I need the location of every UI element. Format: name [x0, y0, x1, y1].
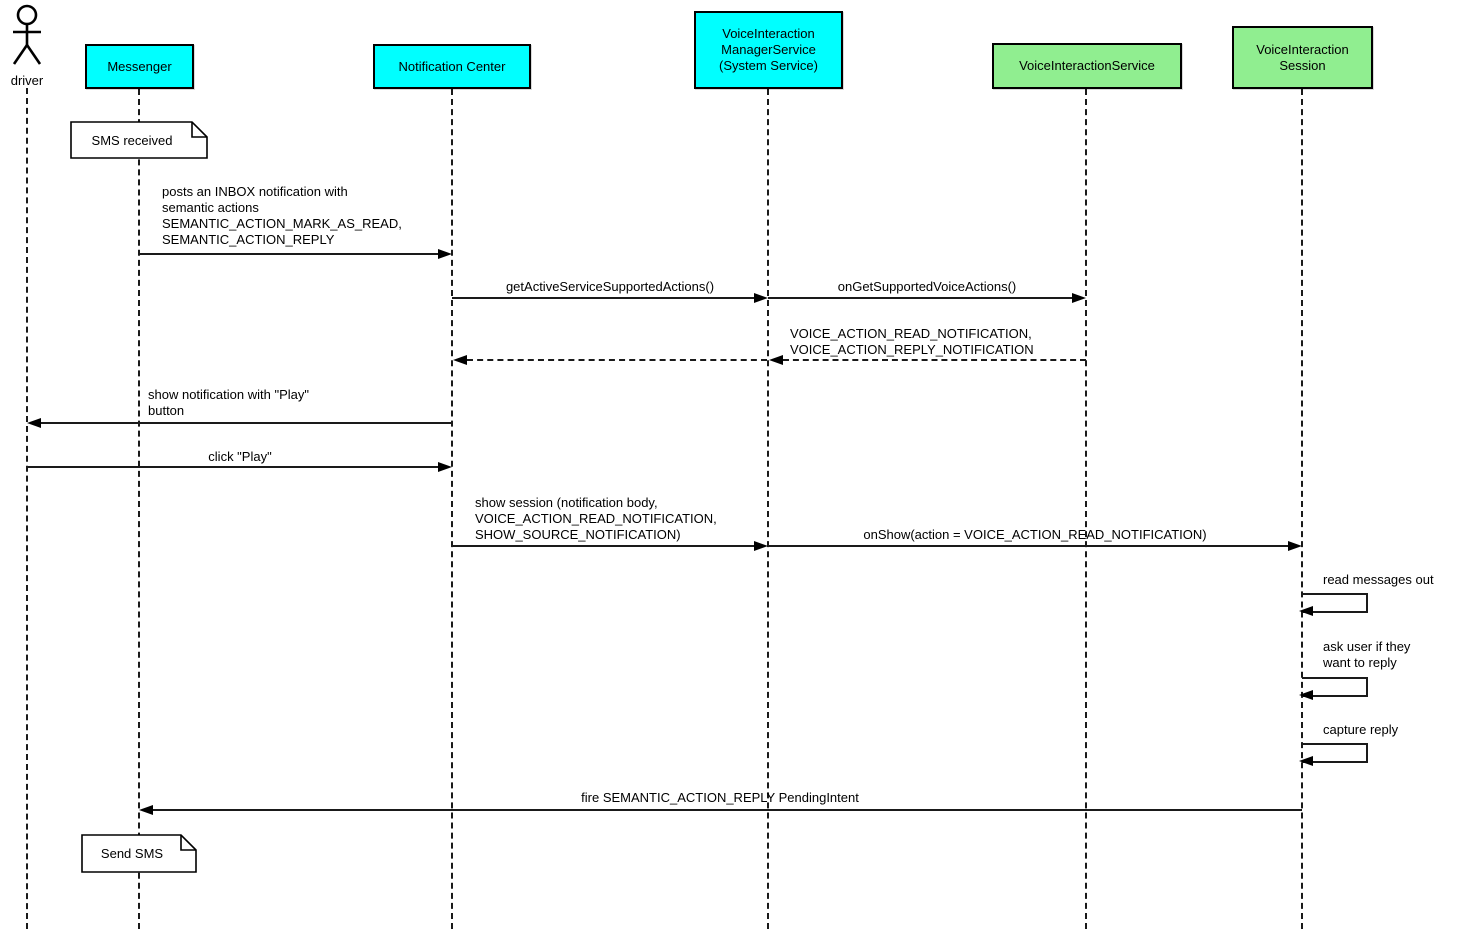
message-label-voice-action-return: VOICE_ACTION_READ_NOTIFICATION, VOICE_AC… [790, 326, 1034, 357]
participant-label: VoiceInteraction ManagerService (System … [719, 26, 818, 73]
message-label-posts-inbox-notification: posts an INBOX notification with semanti… [162, 184, 402, 247]
note-text: SMS received [91, 132, 173, 148]
arrowhead-right-icon [1072, 293, 1086, 303]
arrowhead-right-icon [1288, 541, 1302, 551]
participant-messenger: Messenger [85, 44, 194, 89]
lifeline-voice-interaction-service [1085, 89, 1087, 929]
message-arrow-voice-action-return [783, 359, 1086, 361]
actor-label: driver [10, 73, 44, 88]
arrowhead-left-icon [1299, 690, 1313, 700]
message-label-show-notification-play: show notification with "Play" button [148, 387, 309, 418]
person-icon [12, 4, 42, 65]
lifeline-messenger [138, 89, 140, 929]
message-label-read-messages-out: read messages out [1323, 572, 1434, 587]
message-label-capture-reply: capture reply [1323, 722, 1399, 737]
arrowhead-right-icon [438, 249, 452, 259]
message-arrow-show-notification-play [41, 422, 452, 424]
message-arrow-posts-inbox-notification [139, 253, 439, 255]
note-shape [81, 834, 197, 873]
message-label-click-play: click "Play" [208, 449, 272, 464]
message-arrow-on-show [768, 545, 1289, 547]
lifeline-notification-center [451, 89, 453, 929]
participant-voice-interaction-session: VoiceInteraction Session [1232, 26, 1373, 89]
message-arrow-on-get-supported-voice-actions [768, 297, 1073, 299]
arrowhead-right-icon [438, 462, 452, 472]
message-label-show-session: show session (notification body, VOICE_A… [475, 495, 717, 542]
message-arrow-fire-semantic-action-reply [153, 809, 1302, 811]
participant-label: Notification Center [398, 58, 506, 74]
note-send-sms: Send SMS [81, 834, 197, 873]
arrowhead-left-icon [453, 355, 467, 365]
message-label-fire-semantic-action-reply: fire SEMANTIC_ACTION_REPLY PendingIntent [581, 790, 859, 805]
participant-voice-interaction-manager-service: VoiceInteraction ManagerService (System … [694, 11, 843, 89]
message-arrow-return-to-notification-center [467, 359, 767, 361]
message-arrow-get-active-service-supported-actions [452, 297, 755, 299]
message-label-on-get-supported-voice-actions: onGetSupportedVoiceActions() [837, 279, 1017, 294]
participant-label: VoiceInteractionService [1019, 58, 1155, 73]
participant-label: Messenger [107, 58, 172, 74]
message-label-on-show: onShow(action = VOICE_ACTION_READ_NOTIFI… [863, 527, 1207, 542]
self-message-loop-capture-reply [1302, 743, 1368, 763]
actor-driver: driver [4, 4, 50, 88]
note-text: Send SMS [100, 846, 164, 861]
self-message-loop-read-messages-out [1302, 593, 1368, 613]
arrowhead-left-icon [1299, 756, 1313, 766]
note-sms-received: SMS received [70, 121, 208, 159]
self-message-loop-ask-user-reply [1302, 677, 1368, 697]
lifeline-voice-interaction-session [1301, 89, 1303, 929]
lifeline-driver [26, 88, 28, 929]
message-label-get-active-service-supported-actions: getActiveServiceSupportedActions() [505, 279, 715, 294]
message-label-ask-user-reply: ask user if they want to reply [1323, 639, 1411, 670]
note-shape [70, 121, 208, 159]
participant-voice-interaction-service: VoiceInteractionService [992, 43, 1182, 89]
arrowhead-left-icon [27, 418, 41, 428]
participant-notification-center: Notification Center [373, 44, 531, 89]
participant-label: VoiceInteraction Session [1256, 41, 1349, 73]
arrowhead-left-icon [769, 355, 783, 365]
message-arrow-click-play [27, 466, 439, 468]
arrowhead-left-icon [139, 805, 153, 815]
arrowhead-right-icon [754, 293, 768, 303]
lifeline-voice-interaction-manager-service [767, 89, 769, 929]
arrowhead-left-icon [1299, 606, 1313, 616]
message-arrow-show-session [452, 545, 755, 547]
arrowhead-right-icon [754, 541, 768, 551]
